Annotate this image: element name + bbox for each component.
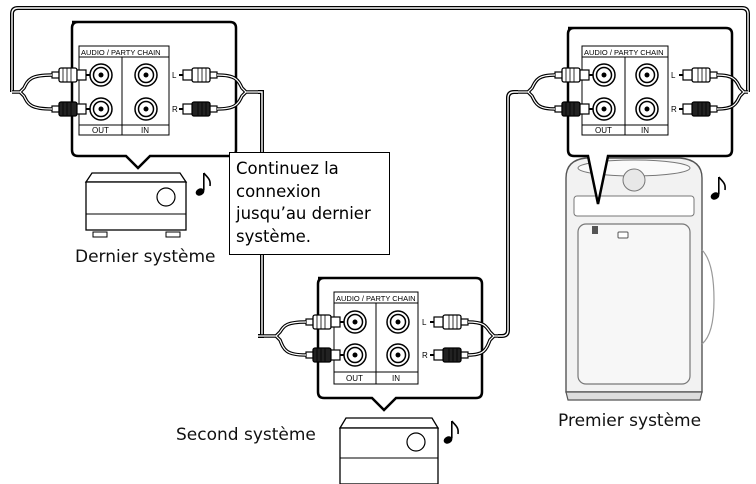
left-channel-label: L (422, 318, 427, 327)
second-system-panel: AUDIO / PARTY CHAIN OUT IN L R (258, 276, 498, 412)
last-system-device (84, 172, 188, 238)
instruction-note: Continuez la connexion jusqu’au dernier … (229, 152, 390, 255)
in-label: IN (392, 374, 400, 383)
rca-plug-white (51, 67, 91, 83)
right-channel-label: R (671, 105, 677, 114)
music-note-icon (441, 420, 459, 446)
second-system-device (338, 417, 440, 484)
rca-plug-white (554, 67, 594, 83)
first-system-speaker (565, 157, 715, 401)
right-channel-label: R (422, 351, 428, 360)
second-system-label: Second système (176, 425, 316, 445)
note-line-3: jusqu’au dernier (236, 204, 371, 223)
rca-plug-red (554, 101, 594, 117)
connection-cables (10, 6, 750, 338)
left-channel-label: L (671, 71, 676, 80)
first-system-panel: AUDIO / PARTY CHAIN OUT IN L R (518, 26, 748, 205)
panel-header: AUDIO / PARTY CHAIN (81, 48, 161, 57)
out-label: OUT (92, 126, 109, 135)
left-channel-label: L (172, 71, 177, 80)
last-system-panel: AUDIO / PARTY CHAIN OUT IN L R (12, 20, 258, 170)
panel-header: AUDIO / PARTY CHAIN (336, 294, 416, 303)
note-line-4: système. (236, 226, 312, 246)
note-line-2: connexion (236, 181, 321, 201)
last-system-label: Dernier système (75, 247, 216, 267)
panel-header: AUDIO / PARTY CHAIN (584, 48, 664, 57)
music-note-icon (708, 176, 726, 202)
rca-plug-white (305, 314, 345, 330)
in-label: IN (141, 126, 149, 135)
in-label: IN (641, 126, 649, 135)
rca-plug-red (51, 101, 91, 117)
note-line-1: Continuez la (236, 159, 339, 178)
right-channel-label: R (172, 105, 178, 114)
first-system-label: Premier système (558, 411, 702, 431)
rca-plug-red (305, 347, 345, 363)
music-note-icon (193, 172, 211, 198)
out-label: OUT (346, 374, 363, 383)
out-label: OUT (595, 126, 612, 135)
